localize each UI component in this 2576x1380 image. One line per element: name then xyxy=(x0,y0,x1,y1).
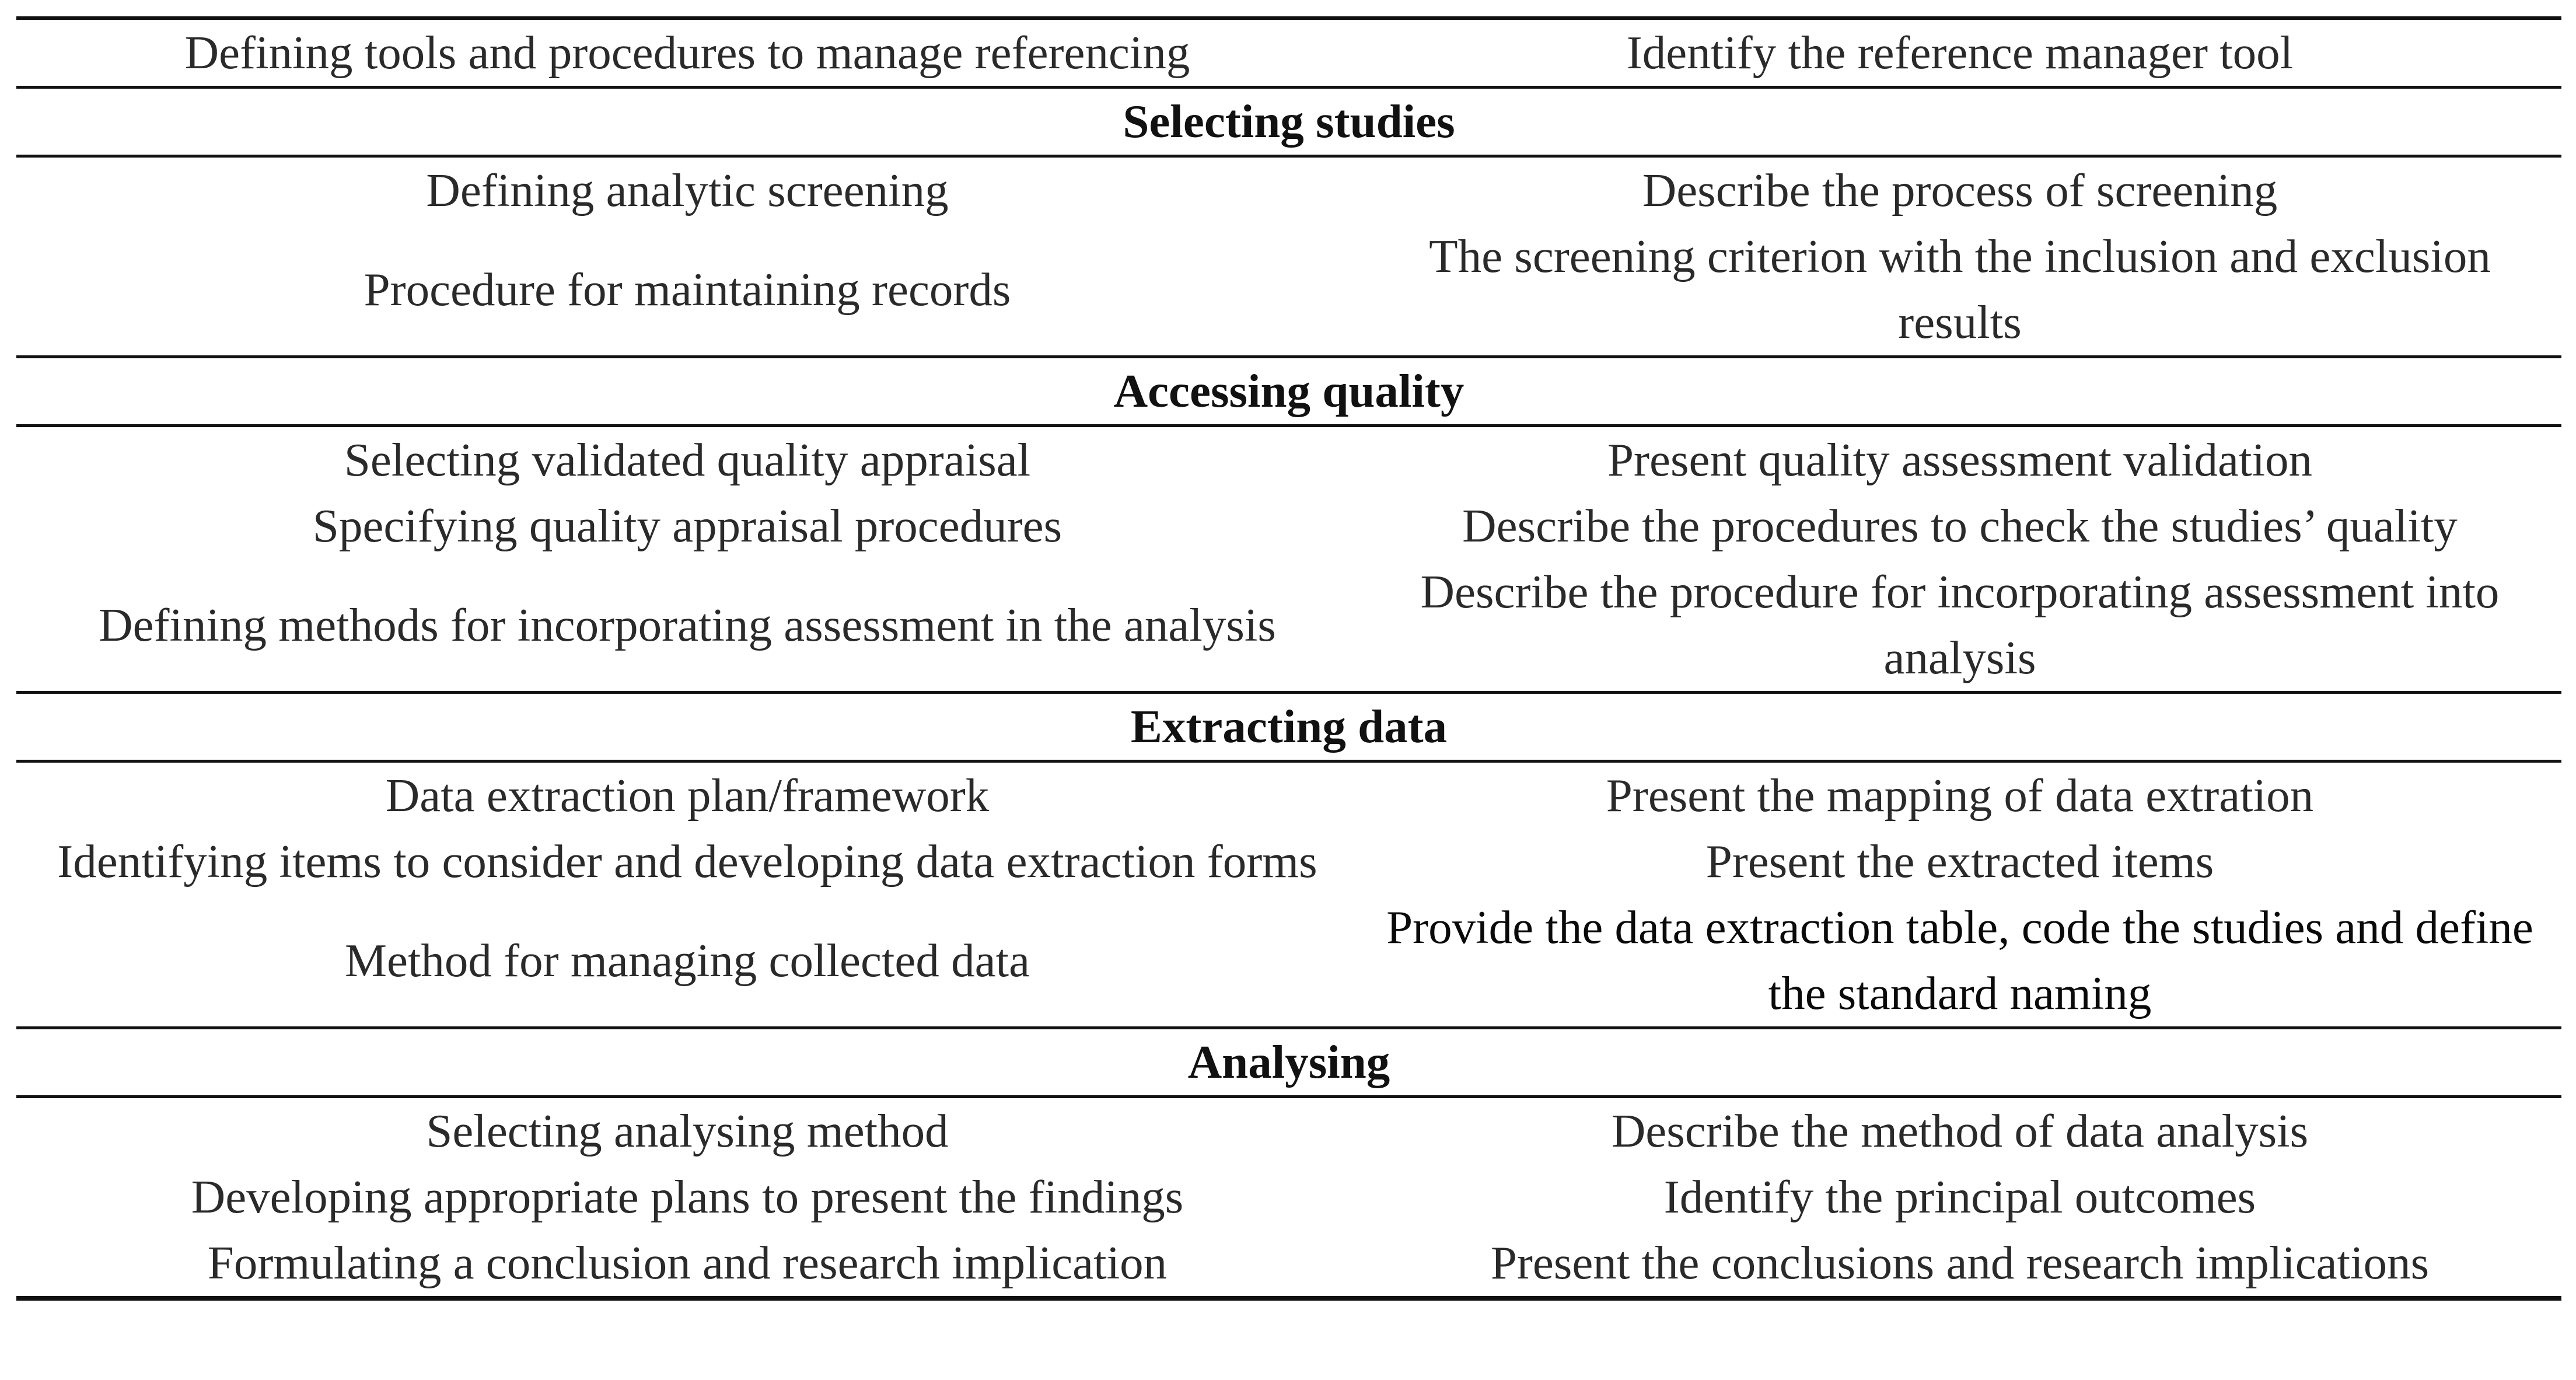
cell-left: Procedure for maintaining records xyxy=(363,263,1011,316)
section-header-accessing-quality: Accessing quality xyxy=(16,355,2561,427)
cell-left: Selecting validated quality appraisal xyxy=(344,434,1031,486)
cell-right: Provide the data extraction table, code … xyxy=(1386,901,2533,1019)
table-row: Specifying quality appraisal procedures … xyxy=(16,493,2561,559)
section-title: Accessing quality xyxy=(16,355,2561,427)
table-row: Selecting analysing method Describe the … xyxy=(16,1097,2561,1165)
cell-right: Describe the process of screening xyxy=(1642,164,2278,216)
table-row: Data extraction plan/framework Present t… xyxy=(16,761,2561,829)
table-row: Formulating a conclusion and research im… xyxy=(16,1230,2561,1301)
cell-left: Specifying quality appraisal procedures xyxy=(312,499,1062,552)
table-row: Defining tools and procedures to manage … xyxy=(16,16,2561,88)
cell-left: Method for managing collected data xyxy=(344,934,1030,987)
cell-right: Describe the method of data analysis xyxy=(1611,1105,2309,1157)
cell-left: Defining methods for incorporating asses… xyxy=(99,598,1276,651)
section-header-selecting-studies: Selecting studies xyxy=(16,86,2561,158)
cell-left: Identifying items to consider and develo… xyxy=(57,835,1317,888)
table-row: Defining methods for incorporating asses… xyxy=(16,559,2561,693)
review-protocol-table-container: Defining tools and procedures to manage … xyxy=(16,16,2561,1301)
table-row: Defining analytic screening Describe the… xyxy=(16,156,2561,224)
section-title: Selecting studies xyxy=(16,86,2561,158)
cell-left: Data extraction plan/framework xyxy=(385,769,990,822)
table-row: Identifying items to consider and develo… xyxy=(16,829,2561,895)
cell-right: Describe the procedure for incorporating… xyxy=(1420,565,2500,684)
table-row: Selecting validated quality appraisal Pr… xyxy=(16,426,2561,494)
section-title: Analysing xyxy=(16,1026,2561,1098)
table-row: Procedure for maintaining records The sc… xyxy=(16,223,2561,357)
section-title: Extracting data xyxy=(16,691,2561,763)
cell-left: Selecting analysing method xyxy=(426,1105,949,1157)
cell-right: Present quality assessment validation xyxy=(1607,434,2313,486)
cell-right: Present the extracted items xyxy=(1705,835,2214,888)
cell-right: Identify the principal outcomes xyxy=(1663,1171,2256,1223)
section-header-extracting-data: Extracting data xyxy=(16,691,2561,763)
cell-left: Developing appropriate plans to present … xyxy=(191,1171,1184,1223)
table-row: Developing appropriate plans to present … xyxy=(16,1164,2561,1230)
cell-right: Identify the reference manager tool xyxy=(1358,16,2561,88)
cell-left: Defining analytic screening xyxy=(426,164,949,216)
review-protocol-table: Defining tools and procedures to manage … xyxy=(16,16,2561,1301)
cell-left: Defining tools and procedures to manage … xyxy=(16,16,1358,88)
cell-right: Present the conclusions and research imp… xyxy=(1358,1230,2561,1301)
cell-right: The screening criterion with the inclusi… xyxy=(1429,230,2491,348)
cell-right: Present the mapping of data extration xyxy=(1606,769,2314,822)
cell-right: Describe the procedures to check the stu… xyxy=(1462,499,2458,552)
table-row: Method for managing collected data Provi… xyxy=(16,895,2561,1028)
cell-left: Formulating a conclusion and research im… xyxy=(16,1230,1358,1301)
section-header-analysing: Analysing xyxy=(16,1026,2561,1098)
